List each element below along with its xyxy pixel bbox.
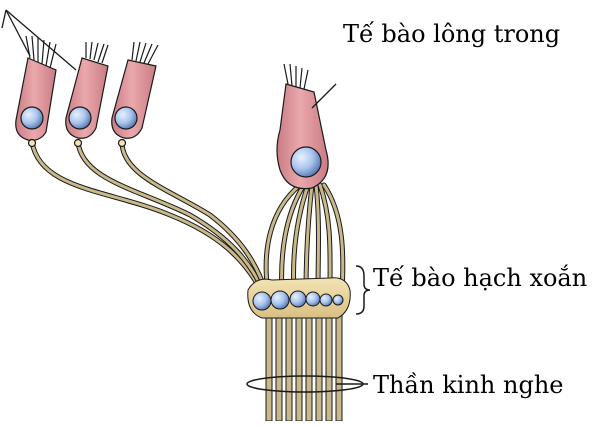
inner-pointer-line	[312, 84, 336, 108]
spiral-ganglion	[248, 278, 350, 318]
outer-pointer-lines	[2, 10, 76, 70]
outer-hair-cell-nucleus	[69, 107, 91, 129]
ganglion-brace	[356, 266, 370, 314]
auditory-nerve-label: Thần kinh nghe	[373, 373, 564, 397]
outer-hair-cell-synapse	[119, 140, 126, 147]
outer-hair-cell-synapse	[29, 140, 36, 147]
outer-hair-cells	[16, 58, 156, 147]
auditory-nerve-fibers	[266, 315, 342, 421]
ganglion-nucleus	[306, 292, 320, 306]
inner-hair-cell-nucleus	[291, 147, 321, 177]
ganglion-nucleus	[320, 294, 332, 306]
ganglion-nucleus	[253, 292, 271, 310]
spiral-ganglion-label: Tế bào hạch xoắn	[373, 266, 587, 290]
ganglion-nucleus	[271, 291, 289, 309]
outer-hair-cell-synapse	[75, 140, 82, 147]
ganglion-nucleus	[290, 291, 306, 307]
ganglion-nucleus	[333, 295, 343, 305]
outer-hair-cell-nucleus	[115, 107, 137, 129]
inner-hair-cell-label: Tế bào lông trong	[343, 22, 560, 46]
outer-hair-cell-fibers	[32, 142, 266, 292]
outer-hair-cell-nucleus	[21, 107, 43, 129]
